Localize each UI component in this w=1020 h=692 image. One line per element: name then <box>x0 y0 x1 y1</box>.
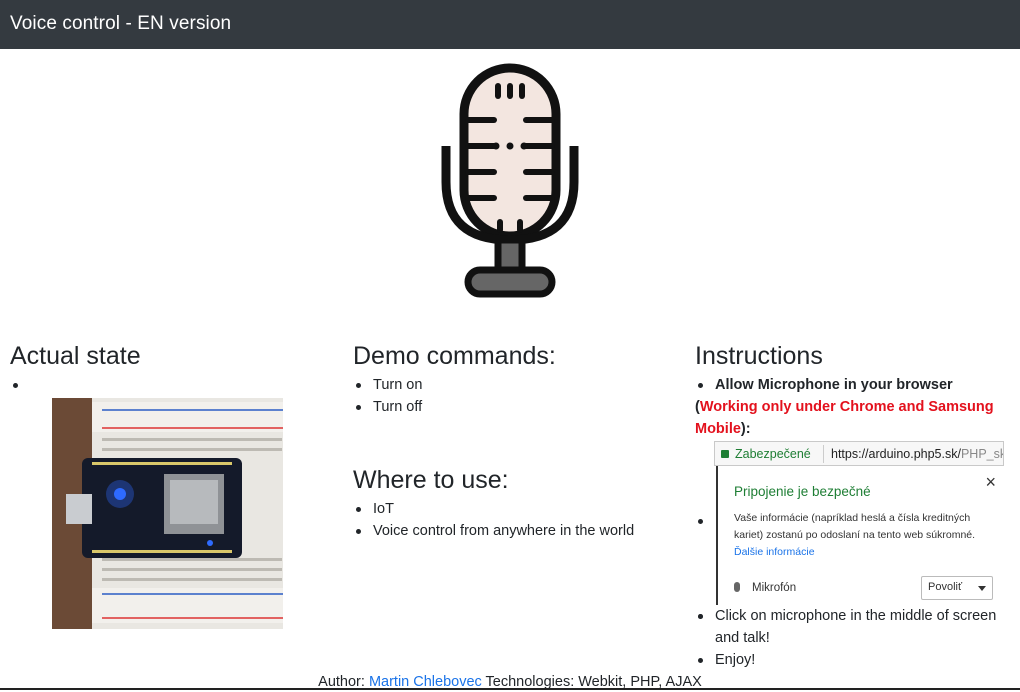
close-icon: × <box>985 472 996 492</box>
secure-indicator: Zabezpečené <box>721 447 811 461</box>
site-info-popup: Pripojenie je bezpečné × Vaše informácie… <box>716 466 1004 605</box>
mic-small-icon <box>734 582 740 592</box>
footer: Author: Martin Chlebovec Technologies: W… <box>0 672 1020 692</box>
footer-author-label: Author: <box>318 674 365 690</box>
where-to-use-list: IoT Voice control from anywhere in the w… <box>353 498 673 542</box>
mic-permission-select: Povoliť <box>921 576 993 600</box>
footer-technologies: Technologies: Webkit, PHP, AJAX <box>485 674 702 690</box>
bullet <box>698 519 703 524</box>
where-to-use-section: Where to use: IoT Voice control from any… <box>353 462 673 542</box>
instruction-enjoy: Enjoy! <box>695 649 1015 671</box>
lock-icon <box>721 450 729 458</box>
demo-command-turn-on: Turn on <box>353 374 673 396</box>
where-to-use-heading: Where to use: <box>353 466 509 494</box>
url-main: https://arduino.php5.sk/ <box>831 447 961 461</box>
mic-label: Mikrofón <box>752 582 797 594</box>
esp8266-board-image <box>52 398 283 629</box>
popup-title: Pripojenie je bezpečné <box>734 484 871 499</box>
secure-label: Zabezpečené <box>735 447 811 461</box>
allow-mic-lead: Allow Microphone in your browser <box>715 377 953 393</box>
footer-author-link[interactable]: Martin Chlebovec <box>368 674 482 690</box>
chrome-permission-screenshot: Zabezpečené https://arduino.php5.sk/PHP_… <box>714 441 1004 605</box>
where-item-iot: IoT <box>353 498 673 520</box>
close-paren: ): <box>740 421 751 437</box>
instructions-more: Click on microphone in the middle of scr… <box>695 605 1015 671</box>
actual-state-heading: Actual state <box>10 342 141 370</box>
instructions-list: Allow Microphone in your browser (Workin… <box>695 374 1015 440</box>
browser-warning: Working only under Chrome and Samsung Mo… <box>695 399 994 437</box>
instruction-talk-text: Click on microphone in the middle of scr… <box>715 608 997 646</box>
instruction-allow-mic: Allow Microphone in your browser (Workin… <box>695 374 1015 440</box>
where-item-anywhere: Voice control from anywhere in the world <box>353 520 673 542</box>
url-separator <box>823 445 824 463</box>
chrome-url-bar: Zabezpečené https://arduino.php5.sk/PHP_… <box>714 441 1004 466</box>
url-text: https://arduino.php5.sk/PHP_sk <box>831 447 1003 461</box>
actual-state-section: Actual state <box>10 338 330 396</box>
bottom-divider <box>0 688 1020 690</box>
instructions-list-more: Click on microphone in the middle of scr… <box>695 605 1015 671</box>
demo-commands-heading: Demo commands: <box>353 342 556 370</box>
popup-mic-row: Mikrofón <box>734 582 796 594</box>
popup-more-link: Ďalšie informácie <box>734 546 815 558</box>
select-value: Povoliť <box>928 581 963 593</box>
open-paren: ( <box>695 399 700 415</box>
instructions-heading: Instructions <box>695 342 823 370</box>
microphone-icon[interactable] <box>438 62 582 302</box>
actual-state-list <box>10 374 330 396</box>
navbar: Voice control - EN version <box>0 0 1020 49</box>
bullet <box>698 383 703 388</box>
bullet <box>698 614 703 619</box>
url-rest: PHP_sk <box>960 447 1003 461</box>
chevron-down-icon <box>978 586 986 591</box>
popup-description: Vaše informácie (napríklad heslá a čísla… <box>734 512 976 541</box>
demo-commands-section: Demo commands: Turn on Turn off Where to… <box>353 338 673 539</box>
instruction-talk: Click on microphone in the middle of scr… <box>695 605 1015 649</box>
instructions-section: Instructions Allow Microphone in your br… <box>695 338 1015 440</box>
demo-commands-list: Turn on Turn off <box>353 374 673 418</box>
demo-command-turn-off: Turn off <box>353 396 673 418</box>
actual-state-item <box>10 374 330 396</box>
navbar-brand[interactable]: Voice control - EN version <box>10 13 232 34</box>
